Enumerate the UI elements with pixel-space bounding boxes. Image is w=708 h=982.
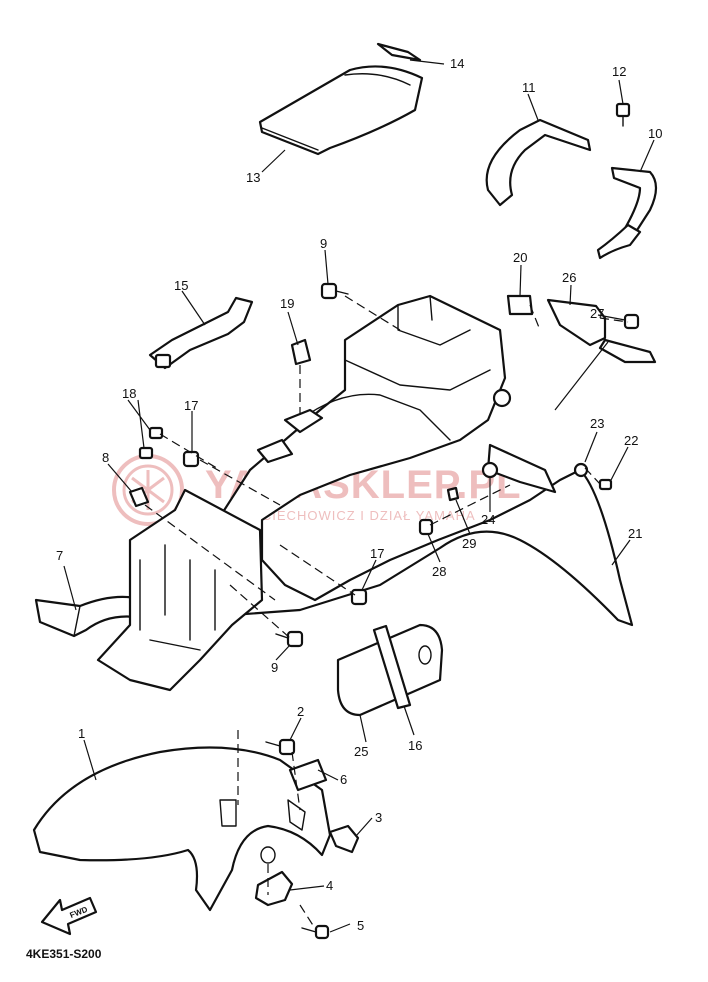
callout-17-lower: 17 [370,546,384,561]
callout-14: 14 [450,56,464,71]
part-3-plug [328,824,360,854]
part-17-nut-top [182,450,200,468]
assembly-lines [144,295,629,931]
callout-1: 1 [78,726,85,741]
callout-13: 13 [246,170,260,185]
callout-20: 20 [513,250,527,265]
callout-24: 24 [481,512,495,527]
part-26-plate [546,298,657,364]
callout-11: 11 [522,80,536,95]
part-24-collar [481,461,499,479]
callout-29: 29 [462,536,476,551]
part-29-nut [446,486,460,502]
callout-4: 4 [326,878,333,893]
callout-25: 25 [354,744,368,759]
part-5-screw [301,924,330,940]
rear-fender-assembly [198,294,634,627]
forward-arrow-icon: FWD [40,896,98,936]
part-1-front-fender [32,746,332,912]
part-17-nut-lower [350,588,368,606]
callout-labels: 1 2 3 4 5 6 7 8 9 9 10 11 12 13 14 15 16… [56,56,662,933]
part-8-clip [128,486,150,508]
callout-28: 28 [432,564,446,579]
callout-12: 12 [612,64,626,79]
part-13-seat-plate [258,65,424,156]
part-2-bolt [265,738,296,756]
callout-15: 15 [174,278,188,293]
part-28-collar [418,518,434,536]
callout-10: 10 [648,126,662,141]
part-19-clamp [290,338,312,366]
callout-2: 2 [297,704,304,719]
part-22-screw [598,478,613,491]
callout-17-top: 17 [184,398,198,413]
diagram-code: 4KE351-S200 [26,947,102,961]
callout-3: 3 [375,810,382,825]
part-9-bolt-top [320,282,349,300]
part-9-bolt-lower [275,630,304,648]
part-6-label [288,758,328,792]
callout-6: 6 [340,772,347,787]
part-14-pad [376,42,422,62]
callout-5: 5 [357,918,364,933]
part-18-screw [138,426,164,460]
part-20-pad [506,294,534,316]
callout-27: 27 [590,306,604,321]
callout-9-top: 9 [320,236,327,251]
callout-18: 18 [122,386,136,401]
callout-23: 23 [590,416,604,431]
callout-22: 22 [624,433,638,448]
inner-fender-box [96,488,264,692]
part-15-bracket [148,296,254,370]
part-23-grommet [573,462,589,478]
callout-9-lower: 9 [271,660,278,675]
part-4-bracket [254,846,294,907]
part-10-rear-rail [596,166,658,260]
callout-7: 7 [56,548,63,563]
part-16-band [372,624,412,710]
watermark-tagline: WOJCIECHOWICZ I DZIAŁ YAMAHA [230,508,476,523]
part-11-grab-bar [485,118,592,207]
callout-21: 21 [628,526,642,541]
part-12-bolt [615,102,631,127]
callout-16: 16 [408,738,422,753]
callout-19: 19 [280,296,294,311]
callout-26: 26 [562,270,576,285]
callout-8: 8 [102,450,109,465]
part-27-bolt [623,313,640,330]
leader-lines [63,59,655,933]
